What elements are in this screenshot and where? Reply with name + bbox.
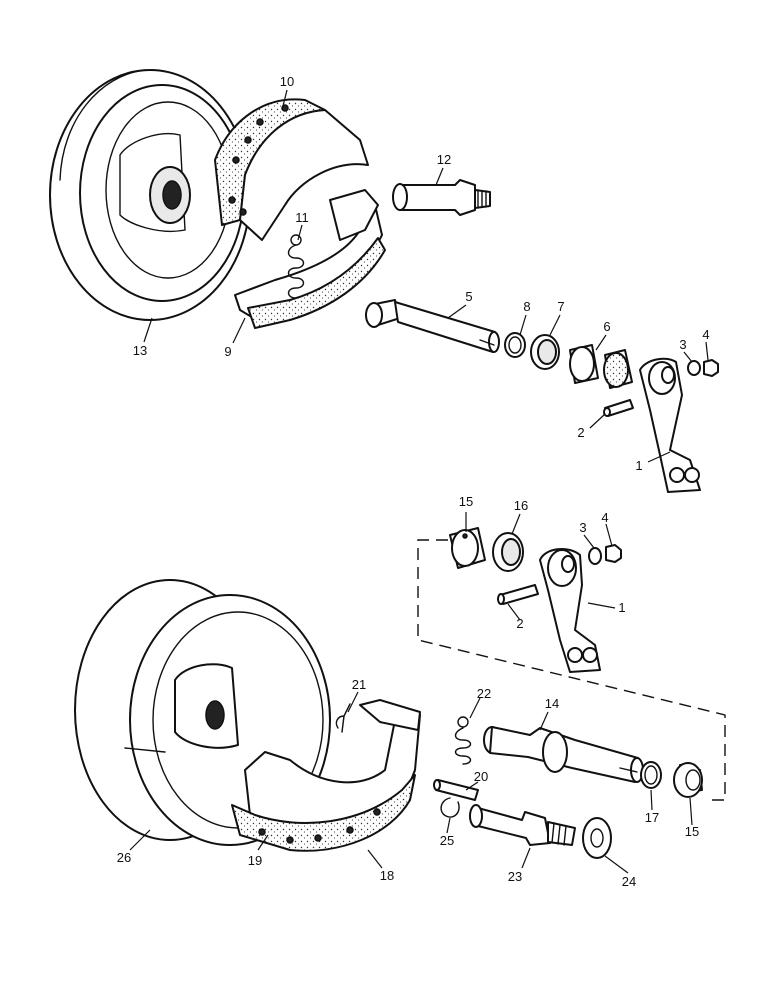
clip-21 <box>335 703 351 733</box>
callout-18: 18 <box>380 868 394 883</box>
washer-nut-middle <box>588 544 622 565</box>
callout-9: 9 <box>224 344 231 359</box>
pin-upper <box>603 399 634 417</box>
callout-14: 14 <box>545 696 559 711</box>
brake-shoe-lower-web <box>234 189 386 329</box>
callout-17: 17 <box>645 810 659 825</box>
seal-middle <box>492 532 524 572</box>
callout-13: 13 <box>133 343 147 358</box>
pin-lower <box>433 779 479 801</box>
camshaft-lower <box>483 726 644 783</box>
brake-lever-middle <box>539 548 601 673</box>
callout-5: 5 <box>465 289 472 304</box>
pin-middle <box>497 584 539 605</box>
brake-shoe-upper <box>214 98 369 241</box>
callout-6: 6 <box>603 319 610 334</box>
clip-25 <box>440 797 460 818</box>
bush-lower-right <box>673 762 703 798</box>
callout-4-middle: 4 <box>601 510 608 525</box>
bush-middle <box>449 527 486 569</box>
assembly-group-outline <box>417 539 726 801</box>
callout-15-middle: 15 <box>459 494 473 509</box>
o-ring-upper <box>504 332 526 358</box>
callout-21: 21 <box>352 677 366 692</box>
anchor-bolt <box>392 179 491 216</box>
brake-lever-upper <box>639 357 701 493</box>
callout-12: 12 <box>437 152 451 167</box>
callout-1-upper: 1 <box>635 458 642 473</box>
callout-1-middle: 1 <box>618 600 625 615</box>
callout-16: 16 <box>514 498 528 513</box>
anchor-bolt-lower <box>469 804 576 846</box>
callout-7: 7 <box>557 299 564 314</box>
washer-lower <box>582 817 612 859</box>
washer-nut-upper <box>687 359 719 377</box>
callout-24: 24 <box>622 874 636 889</box>
callout-20: 20 <box>474 769 488 784</box>
callout-25: 25 <box>440 833 454 848</box>
return-spring-upper <box>287 234 305 299</box>
callout-26: 26 <box>117 850 131 865</box>
callout-3-upper: 3 <box>679 337 686 352</box>
callout-15-lower: 15 <box>685 824 699 839</box>
callout-22: 22 <box>477 686 491 701</box>
callout-11: 11 <box>295 210 309 225</box>
bushes <box>569 344 633 389</box>
callout-8: 8 <box>523 299 530 314</box>
callout-23: 23 <box>508 869 522 884</box>
callout-3-middle: 3 <box>579 520 586 535</box>
brake-shoe-lower <box>231 699 421 852</box>
callout-10: 10 <box>280 74 294 89</box>
o-ring-lower <box>640 761 662 789</box>
callout-2-middle: 2 <box>516 616 523 631</box>
callout-19: 19 <box>248 853 262 868</box>
return-spring-lower <box>454 716 472 765</box>
camshaft-upper <box>365 299 500 353</box>
callout-2-upper: 2 <box>577 425 584 440</box>
seal-upper <box>530 334 560 370</box>
callout-4-upper: 4 <box>702 327 709 342</box>
leader-lines <box>129 89 709 874</box>
